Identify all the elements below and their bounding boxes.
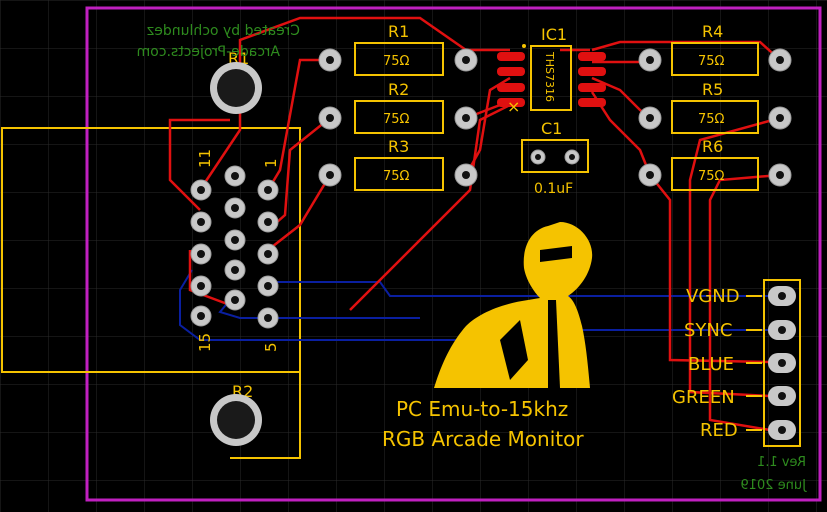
mount-hole-top: R1: [210, 49, 262, 114]
portrait-graphic: [434, 222, 593, 388]
header-label-vgnd: VGND: [686, 286, 740, 307]
r5-ref: R5: [702, 80, 723, 99]
header-label-sync: SYNC: [684, 320, 732, 341]
header-pin-vgnd: VGND: [686, 286, 796, 307]
capacitor-c1: C1 0.1uF: [521, 119, 589, 197]
resistor-r6: R6 75Ω: [638, 137, 792, 191]
svg-text:×: ×: [507, 97, 520, 116]
r2-value: 75Ω: [383, 112, 410, 127]
c1-value: 0.1uF: [534, 181, 573, 197]
revision-mirrored: Rev 1.1 June 2019: [740, 455, 807, 493]
r1-ref: R1: [388, 22, 409, 41]
header-label-red: RED: [700, 420, 738, 441]
resistor-r5: R5 75Ω: [638, 80, 792, 134]
header-label-blue: BLUE: [688, 354, 734, 375]
vga-pin-label-5: 5: [262, 342, 280, 352]
vga-pin-label-1: 1: [262, 158, 280, 168]
board-edge: [85, 6, 822, 502]
r4-ref: R4: [702, 22, 723, 41]
credit-line2: Arcade-Projects.com: [137, 44, 280, 60]
r3-ref: R3: [388, 137, 409, 156]
header-label-green: GREEN: [672, 387, 735, 408]
r6-value: 75Ω: [698, 169, 725, 184]
c1-ref: C1: [541, 119, 562, 138]
credit-line1: Created by ochlundez: [147, 23, 300, 39]
r3-value: 75Ω: [383, 169, 410, 184]
board-title-line2: RGB Arcade Monitor: [382, 427, 584, 451]
header-pin-red: RED: [700, 420, 796, 441]
ic1-pads: ×: [497, 52, 606, 116]
r1-value: 75Ω: [383, 54, 410, 69]
resistor-r3: R3 75Ω: [318, 137, 478, 191]
r4-value: 75Ω: [698, 54, 725, 69]
r6-ref: R6: [702, 137, 723, 156]
board-title-line1: PC Emu-to-15khz: [396, 397, 568, 421]
resistor-r2: R2 75Ω: [318, 80, 478, 134]
output-header: VGND SYNC BLUE GREEN RED: [672, 279, 801, 447]
ic1: IC1 THS7316: [522, 25, 572, 111]
header-pin-green: GREEN: [672, 386, 796, 408]
r5-value: 75Ω: [698, 112, 725, 127]
vga-connector-pins: 11 1 15 5: [190, 149, 280, 352]
header-pin-sync: SYNC: [684, 320, 796, 341]
resistor-r1: R1 75Ω: [318, 22, 478, 76]
date-text: June 2019: [740, 478, 807, 493]
vga-pin-label-15: 15: [196, 333, 214, 352]
header-pin-blue: BLUE: [688, 353, 796, 375]
ic1-ref: IC1: [541, 25, 567, 44]
credit-mirrored: Created by ochlundez Arcade-Projects.com: [137, 23, 300, 60]
vga-pin-label-11: 11: [196, 149, 214, 168]
mount-hole-bottom: R2: [210, 382, 262, 446]
vga-connector-outline: [1, 127, 301, 459]
revision-text: Rev 1.1: [757, 455, 806, 470]
resistor-r4: R4 75Ω: [638, 22, 792, 76]
ic1-part: THS7316: [543, 51, 556, 102]
r2-ref: R2: [388, 80, 409, 99]
